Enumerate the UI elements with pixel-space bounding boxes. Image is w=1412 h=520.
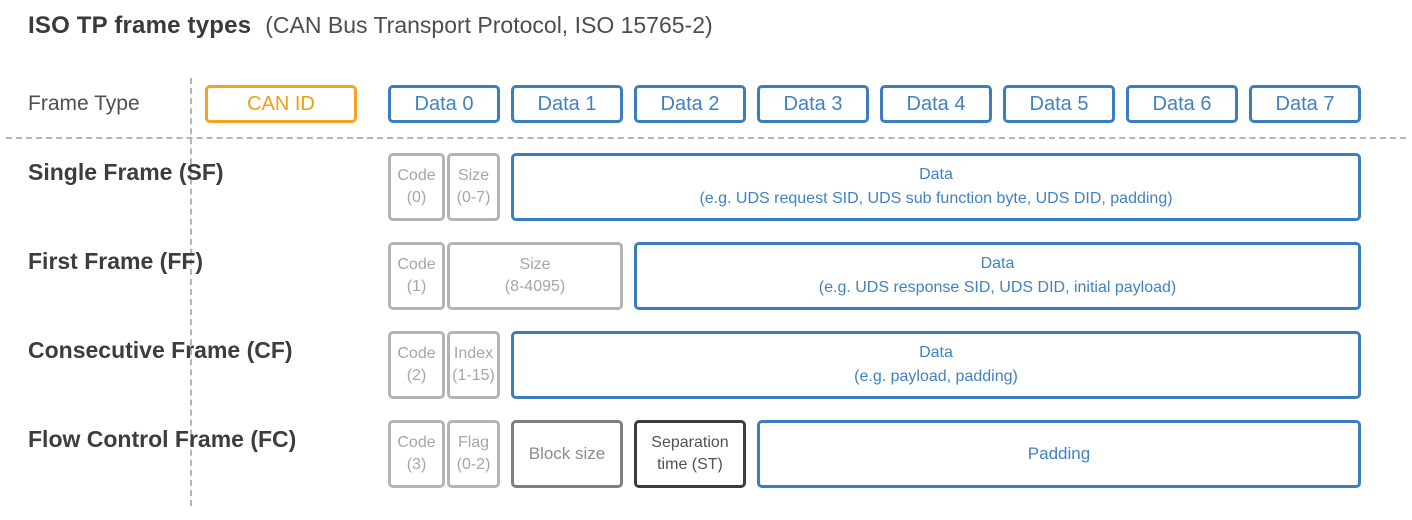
ff-code-cell: Code (1) — [388, 242, 445, 310]
cf-code-cell: Code (2) — [388, 331, 445, 399]
row-label-single-frame: Single Frame (SF) — [28, 159, 224, 185]
row-label-flow-control-frame: Flow Control Frame (FC) — [28, 426, 297, 452]
data-column-5: Data 5 — [1003, 85, 1115, 123]
fc-separation-time-cell: Separation time (ST) — [634, 420, 746, 488]
data-column-2-label: Data 2 — [660, 92, 720, 115]
data-column-0: Data 0 — [388, 85, 500, 123]
can-id-label: CAN ID — [247, 92, 315, 115]
sf-size-cell: Size (0-7) — [447, 153, 500, 221]
data-column-3-label: Data 3 — [783, 92, 843, 115]
page-title: ISO TP frame types — [28, 12, 252, 39]
cf-index-cell: Index (1-15) — [447, 331, 500, 399]
data-column-5-label: Data 5 — [1029, 92, 1089, 115]
data-column-6-label: Data 6 — [1152, 92, 1212, 115]
vertical-divider — [190, 78, 192, 506]
data-column-3: Data 3 — [757, 85, 869, 123]
row-label-consecutive-frame: Consecutive Frame (CF) — [28, 337, 293, 363]
title-row: ISO TP frame types (CAN Bus Transport Pro… — [28, 12, 713, 40]
data-column-4-label: Data 4 — [906, 92, 966, 115]
page-subtitle: (CAN Bus Transport Protocol, ISO 15765-2… — [265, 12, 713, 38]
sf-code-cell: Code (0) — [388, 153, 445, 221]
frame-type-label: Frame Type — [28, 92, 140, 115]
can-id-box: CAN ID — [205, 85, 357, 123]
data-column-2: Data 2 — [634, 85, 746, 123]
ff-data-cell: Data (e.g. UDS response SID, UDS DID, in… — [634, 242, 1361, 310]
fc-code-cell: Code (3) — [388, 420, 445, 488]
cf-data-cell: Data (e.g. payload, padding) — [511, 331, 1361, 399]
fc-flag-cell: Flag (0-2) — [447, 420, 500, 488]
fc-block-size-cell: Block size — [511, 420, 623, 488]
data-column-0-label: Data 0 — [414, 92, 474, 115]
data-column-4: Data 4 — [880, 85, 992, 123]
data-column-1: Data 1 — [511, 85, 623, 123]
fc-padding-cell: Padding — [757, 420, 1361, 488]
data-column-6: Data 6 — [1126, 85, 1238, 123]
sf-data-cell: Data (e.g. UDS request SID, UDS sub func… — [511, 153, 1361, 221]
row-label-first-frame: First Frame (FF) — [28, 248, 204, 274]
horizontal-divider — [6, 137, 1406, 139]
ff-size-cell: Size (8-4095) — [447, 242, 623, 310]
data-column-1-label: Data 1 — [537, 92, 597, 115]
data-column-7-label: Data 7 — [1275, 92, 1335, 115]
data-column-7: Data 7 — [1249, 85, 1361, 123]
